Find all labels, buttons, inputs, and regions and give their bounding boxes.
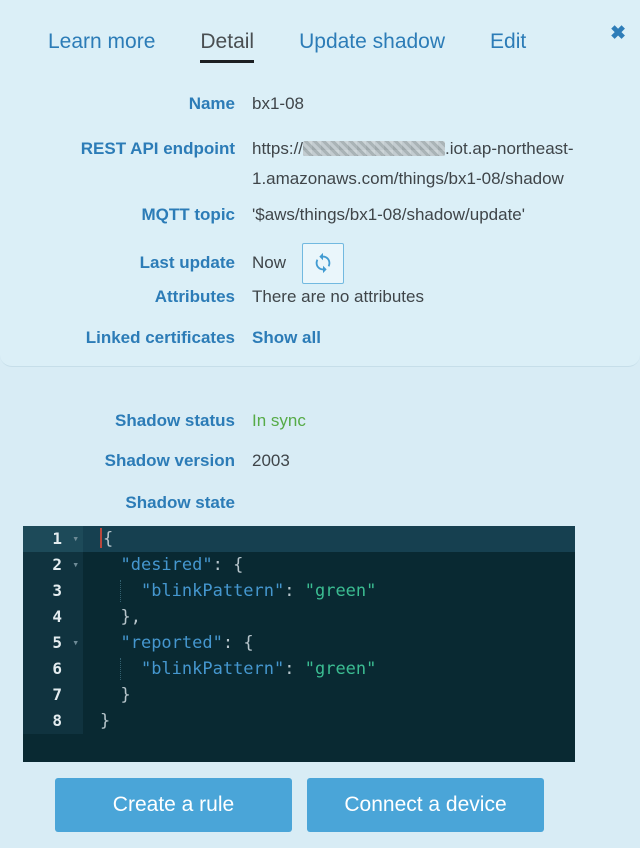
editor-line-8: 8}	[23, 708, 575, 734]
editor-line-7: 7 }	[23, 682, 575, 708]
refresh-icon	[315, 252, 331, 274]
shadow-version-label: Shadow version	[104, 451, 235, 470]
editor-code: }	[100, 711, 111, 731]
detail-rows: Name bx1-08 REST API endpoint https://.i…	[0, 63, 640, 348]
editor-code: {	[83, 526, 575, 552]
row-shadow-status: Shadow status In sync	[0, 411, 640, 431]
shadow-status-value: In sync	[252, 411, 306, 430]
editor-code: "blinkPattern": "green"	[83, 656, 575, 682]
fold-arrow-icon[interactable]: ▾	[72, 558, 79, 571]
close-icon[interactable]: ✖	[610, 23, 626, 44]
tab-update-shadow[interactable]: Update shadow	[299, 30, 446, 53]
line-number: 6	[52, 659, 62, 678]
mqtt-label: MQTT topic	[141, 205, 235, 224]
endpoint-suffix: .iot.ap-northeast-1.amazonaws.com/things…	[252, 139, 574, 188]
editor-lines: 1▾{2▾ "desired": {3 "blinkPattern": "gre…	[23, 526, 575, 734]
editor-line-1: 1▾{	[23, 526, 575, 552]
shadow-version-value: 2003	[252, 451, 290, 470]
tab-edit[interactable]: Edit	[490, 30, 527, 53]
mqtt-value: '$aws/things/bx1-08/shadow/update'	[252, 205, 526, 224]
text-cursor	[100, 528, 102, 548]
editor-line-6: 6 "blinkPattern": "green"	[23, 656, 575, 682]
editor-gutter: 4	[23, 604, 83, 630]
row-mqtt-topic: MQTT topic '$aws/things/bx1-08/shadow/up…	[0, 205, 640, 225]
row-shadow-version: Shadow version 2003	[0, 451, 640, 471]
editor-line-3: 3 "blinkPattern": "green"	[23, 578, 575, 604]
editor-gutter: 2▾	[23, 552, 83, 578]
create-rule-button[interactable]: Create a rule	[55, 778, 292, 832]
row-name: Name bx1-08	[0, 94, 640, 114]
line-number: 8	[52, 711, 62, 730]
refresh-button[interactable]	[302, 242, 345, 284]
shadow-state-label: Shadow state	[125, 493, 235, 512]
tab-learn-more[interactable]: Learn more	[48, 30, 156, 53]
editor-line-4: 4 },	[23, 604, 575, 630]
shadow-section: Shadow status In sync Shadow version 200…	[0, 367, 640, 832]
name-label: Name	[188, 94, 235, 113]
row-linked-certificates: Linked certificates Show all	[0, 328, 640, 348]
line-number: 2	[52, 555, 62, 574]
editor-code: },	[100, 607, 141, 627]
line-number: 1	[52, 529, 62, 548]
last-update-value-wrap: Now	[252, 242, 630, 284]
editor-line-2: 2▾ "desired": {	[23, 552, 575, 578]
attributes-value: There are no attributes	[252, 287, 424, 306]
editor-gutter: 3	[23, 578, 83, 604]
linked-certificates-label: Linked certificates	[85, 328, 235, 347]
editor-gutter: 8	[23, 708, 83, 734]
row-rest-api-endpoint: REST API endpoint https://.iot.ap-northe…	[0, 134, 640, 194]
line-number: 5	[52, 633, 62, 652]
fold-arrow-icon[interactable]: ▾	[72, 532, 79, 545]
row-attributes: Attributes There are no attributes	[0, 287, 640, 307]
endpoint-value: https://.iot.ap-northeast-1.amazonaws.co…	[252, 134, 630, 194]
editor-gutter: 1▾	[23, 526, 83, 552]
shadow-state-editor[interactable]: 1▾{2▾ "desired": {3 "blinkPattern": "gre…	[23, 526, 575, 762]
detail-card: Learn more Detail Update shadow Edit ✖ N…	[0, 0, 640, 367]
last-update-value: Now	[252, 253, 287, 272]
row-shadow-state: Shadow state	[0, 493, 640, 513]
line-number: 3	[52, 581, 62, 600]
editor-code: "reported": {	[120, 633, 254, 653]
editor-code: }	[100, 685, 131, 705]
editor-gutter: 6	[23, 656, 83, 682]
line-number: 7	[52, 685, 62, 704]
action-buttons: Create a rule Connect a device	[0, 778, 640, 832]
redacted-endpoint-id	[303, 141, 446, 156]
name-value: bx1-08	[252, 94, 304, 113]
connect-device-button[interactable]: Connect a device	[307, 778, 544, 832]
endpoint-prefix: https://	[252, 139, 304, 158]
endpoint-label: REST API endpoint	[80, 139, 235, 158]
show-all-link[interactable]: Show all	[252, 328, 321, 347]
attributes-label: Attributes	[154, 287, 235, 306]
tab-detail[interactable]: Detail	[200, 30, 255, 63]
editor-gutter: 5▾	[23, 630, 83, 656]
fold-arrow-icon[interactable]: ▾	[72, 636, 79, 649]
editor-code: "desired": {	[120, 555, 244, 575]
editor-code: "blinkPattern": "green"	[83, 578, 575, 604]
line-number: 4	[52, 607, 62, 626]
editor-gutter: 7	[23, 682, 83, 708]
tab-bar: Learn more Detail Update shadow Edit ✖	[0, 0, 640, 63]
row-last-update: Last update Now	[0, 242, 640, 284]
editor-line-5: 5▾ "reported": {	[23, 630, 575, 656]
shadow-status-label: Shadow status	[115, 411, 235, 430]
last-update-label: Last update	[139, 253, 235, 272]
